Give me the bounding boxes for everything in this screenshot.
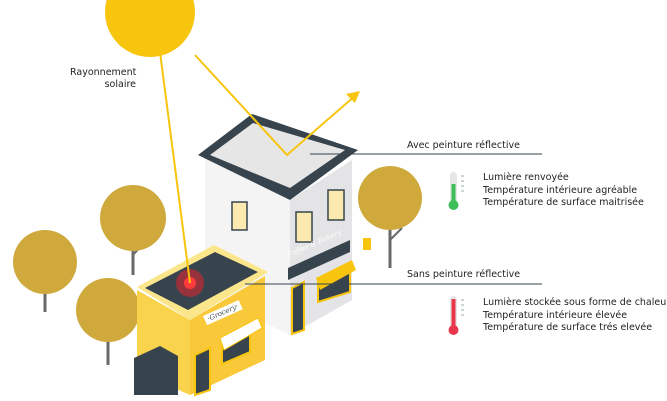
effect-item: Température de surface maitrisée bbox=[483, 197, 644, 208]
tree-icon bbox=[13, 230, 77, 312]
with-paint-effects: Lumière renvoyée Température intérieure … bbox=[483, 172, 644, 210]
with-paint-label: Avec peinture réflective bbox=[407, 140, 520, 151]
effect-item: Lumière renvoyée bbox=[483, 172, 569, 183]
tree-icon bbox=[76, 278, 140, 365]
effect-item: Température intérieure agréable bbox=[483, 184, 638, 196]
absorbed-ray bbox=[159, 51, 191, 284]
reflected-ray bbox=[194, 54, 357, 157]
grocery-building bbox=[134, 245, 268, 397]
tree-icon bbox=[100, 185, 166, 275]
arrow-icon bbox=[346, 91, 360, 103]
thermometer-green-icon bbox=[448, 172, 464, 210]
thermometer-red-icon bbox=[448, 296, 464, 335]
effect-item: Lumière stockée sous forme de chaleur bbox=[483, 297, 667, 308]
tree-icon bbox=[358, 166, 422, 268]
effect-item: Température de surface trés elevée bbox=[483, 322, 653, 333]
effect-item: Température intérieure élevée bbox=[483, 309, 628, 321]
solar-radiation-label: Rayonnement solaire bbox=[70, 67, 136, 91]
without-paint-label: Sans peinture réflective bbox=[407, 269, 521, 280]
without-paint-effects: Lumière stockée sous forme de chaleur Te… bbox=[483, 297, 667, 335]
solar-label-line: solaire bbox=[104, 79, 136, 90]
solar-label-line: Rayonnement bbox=[70, 67, 137, 78]
sun-icon bbox=[105, 0, 195, 57]
